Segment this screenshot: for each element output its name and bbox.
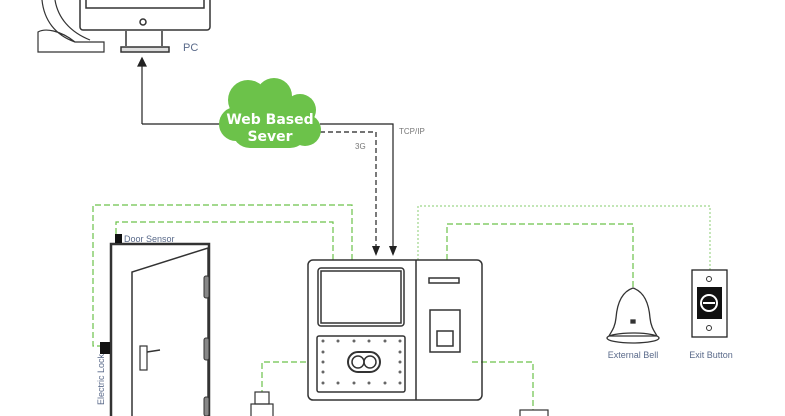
pc-tower-icon bbox=[37, 0, 105, 53]
alarm-device-icon bbox=[519, 409, 549, 416]
pc-link-line bbox=[137, 56, 394, 250]
exit-button-icon bbox=[691, 269, 728, 338]
electric-lock-label: Electric Lock bbox=[96, 353, 106, 405]
green-wires bbox=[92, 204, 634, 410]
usb-plug-icon bbox=[250, 391, 274, 416]
3g-label: 3G bbox=[355, 142, 366, 151]
door-sensor-icon bbox=[115, 234, 122, 243]
exit-button-icon-text: EXIT bbox=[703, 319, 714, 325]
3g-link-line bbox=[320, 131, 377, 250]
pc-monitor-icon bbox=[79, 0, 211, 53]
3g-arrowhead bbox=[372, 246, 380, 256]
door-sensor-label: Door Sensor bbox=[124, 234, 175, 244]
speaker-dots bbox=[321, 339, 402, 385]
bell-icon bbox=[606, 287, 660, 344]
external-bell-label: External Bell bbox=[608, 350, 659, 360]
electric-lock-icon bbox=[100, 342, 110, 354]
exit-wire bbox=[417, 205, 711, 270]
cloud-icon bbox=[219, 78, 321, 148]
pc-label: PC bbox=[183, 42, 198, 54]
exit-button-label: Exit Button bbox=[689, 350, 733, 360]
cloud-label-line2: Sever bbox=[247, 129, 292, 145]
door-icon bbox=[109, 242, 211, 416]
cloud-label-line1: Web Based bbox=[226, 112, 313, 128]
face-fingerprint-terminal-icon bbox=[307, 259, 483, 401]
tcpip-label: TCP/IP bbox=[399, 127, 425, 136]
tcpip-arrowhead bbox=[389, 246, 397, 256]
